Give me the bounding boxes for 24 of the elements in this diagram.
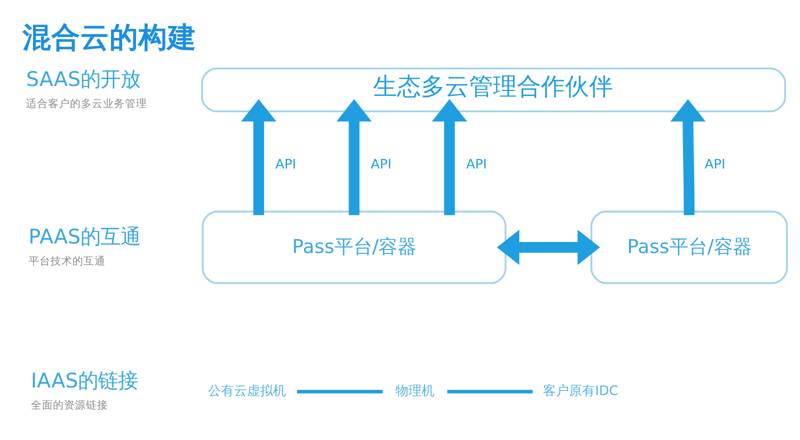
edge-label: API (275, 156, 296, 172)
label: 全面的资源链接 (30, 398, 108, 412)
arrow (432, 98, 468, 215)
connector (447, 389, 533, 393)
node-text: 客户原有IDC (543, 383, 618, 398)
arrow (496, 229, 600, 264)
connector (297, 389, 383, 393)
label: PAAS的互通 (28, 224, 141, 248)
edge-label: API (704, 156, 726, 172)
node-text: 物理机 (395, 383, 434, 398)
label: SAAS的开放 (26, 66, 141, 90)
label: 平台技术的互通 (28, 254, 106, 267)
edge-label: API (370, 156, 392, 172)
label: 适合客户的多云业务管理 (26, 96, 148, 110)
arrow (336, 98, 372, 215)
node-box: 生态多云管理合作伙伴 (201, 67, 786, 112)
node-box: Pass平台/容器 (202, 210, 506, 284)
diagram-title: 混合云的构建 (22, 20, 197, 54)
node-box: Pass平台/容器 (590, 210, 788, 284)
label: IAAS的链接 (30, 368, 138, 392)
edge-label: API (466, 156, 487, 172)
arrow (241, 98, 276, 215)
arrow (670, 98, 706, 215)
node-text: 公有云虚拟机 (208, 383, 286, 398)
